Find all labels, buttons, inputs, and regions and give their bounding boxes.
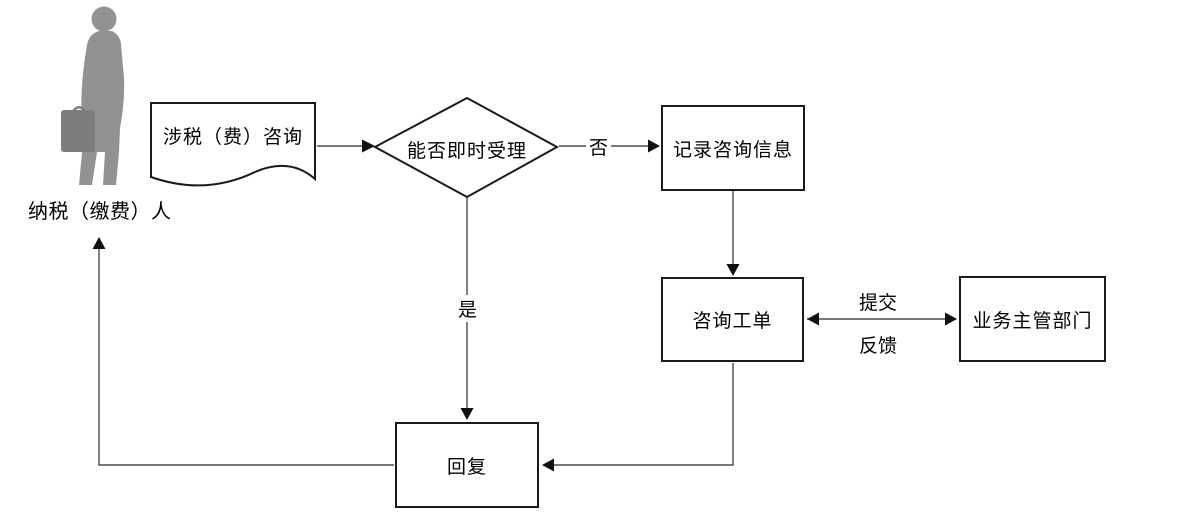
node-decision-label: 能否即时受理 xyxy=(406,141,527,162)
node-ticket: 咨询工单 xyxy=(661,277,804,362)
arrowhead-into-ticket-left xyxy=(807,312,819,326)
node-department-label: 业务主管部门 xyxy=(972,310,1093,332)
arrowhead-into-ticket xyxy=(726,264,740,276)
edge-label-feedback: 反馈 xyxy=(856,331,901,358)
node-consult-doc-label: 涉税（费）咨询 xyxy=(162,127,303,148)
actor-label: 纳税（缴费）人 xyxy=(28,201,172,223)
node-record: 记录咨询信息 xyxy=(661,105,805,191)
edge-label-submit: 提交 xyxy=(856,288,901,315)
edge-label-yes: 是 xyxy=(455,295,481,322)
document-shape xyxy=(150,102,316,187)
arrowhead-into-actor xyxy=(92,237,106,249)
arrowhead-into-reply-right xyxy=(542,458,554,472)
arrowhead-into-record xyxy=(648,139,660,153)
arrow-reply-to-actor xyxy=(98,249,394,466)
node-department: 业务主管部门 xyxy=(959,276,1106,362)
edge-label-no: 否 xyxy=(586,133,612,160)
node-ticket-label: 咨询工单 xyxy=(692,311,773,332)
briefcase-body xyxy=(61,110,95,152)
decision-diamond-shape xyxy=(372,96,560,199)
node-reply-label: 回复 xyxy=(446,456,487,478)
arrowhead-into-decision xyxy=(362,139,375,153)
node-reply: 回复 xyxy=(395,422,539,508)
arrowhead-into-department xyxy=(945,312,957,326)
taxpayer-person-icon xyxy=(61,6,125,185)
node-record-label: 记录咨询信息 xyxy=(672,139,793,161)
arrowhead-into-reply-top xyxy=(460,408,474,420)
arrow-ticket-to-reply xyxy=(554,363,734,466)
